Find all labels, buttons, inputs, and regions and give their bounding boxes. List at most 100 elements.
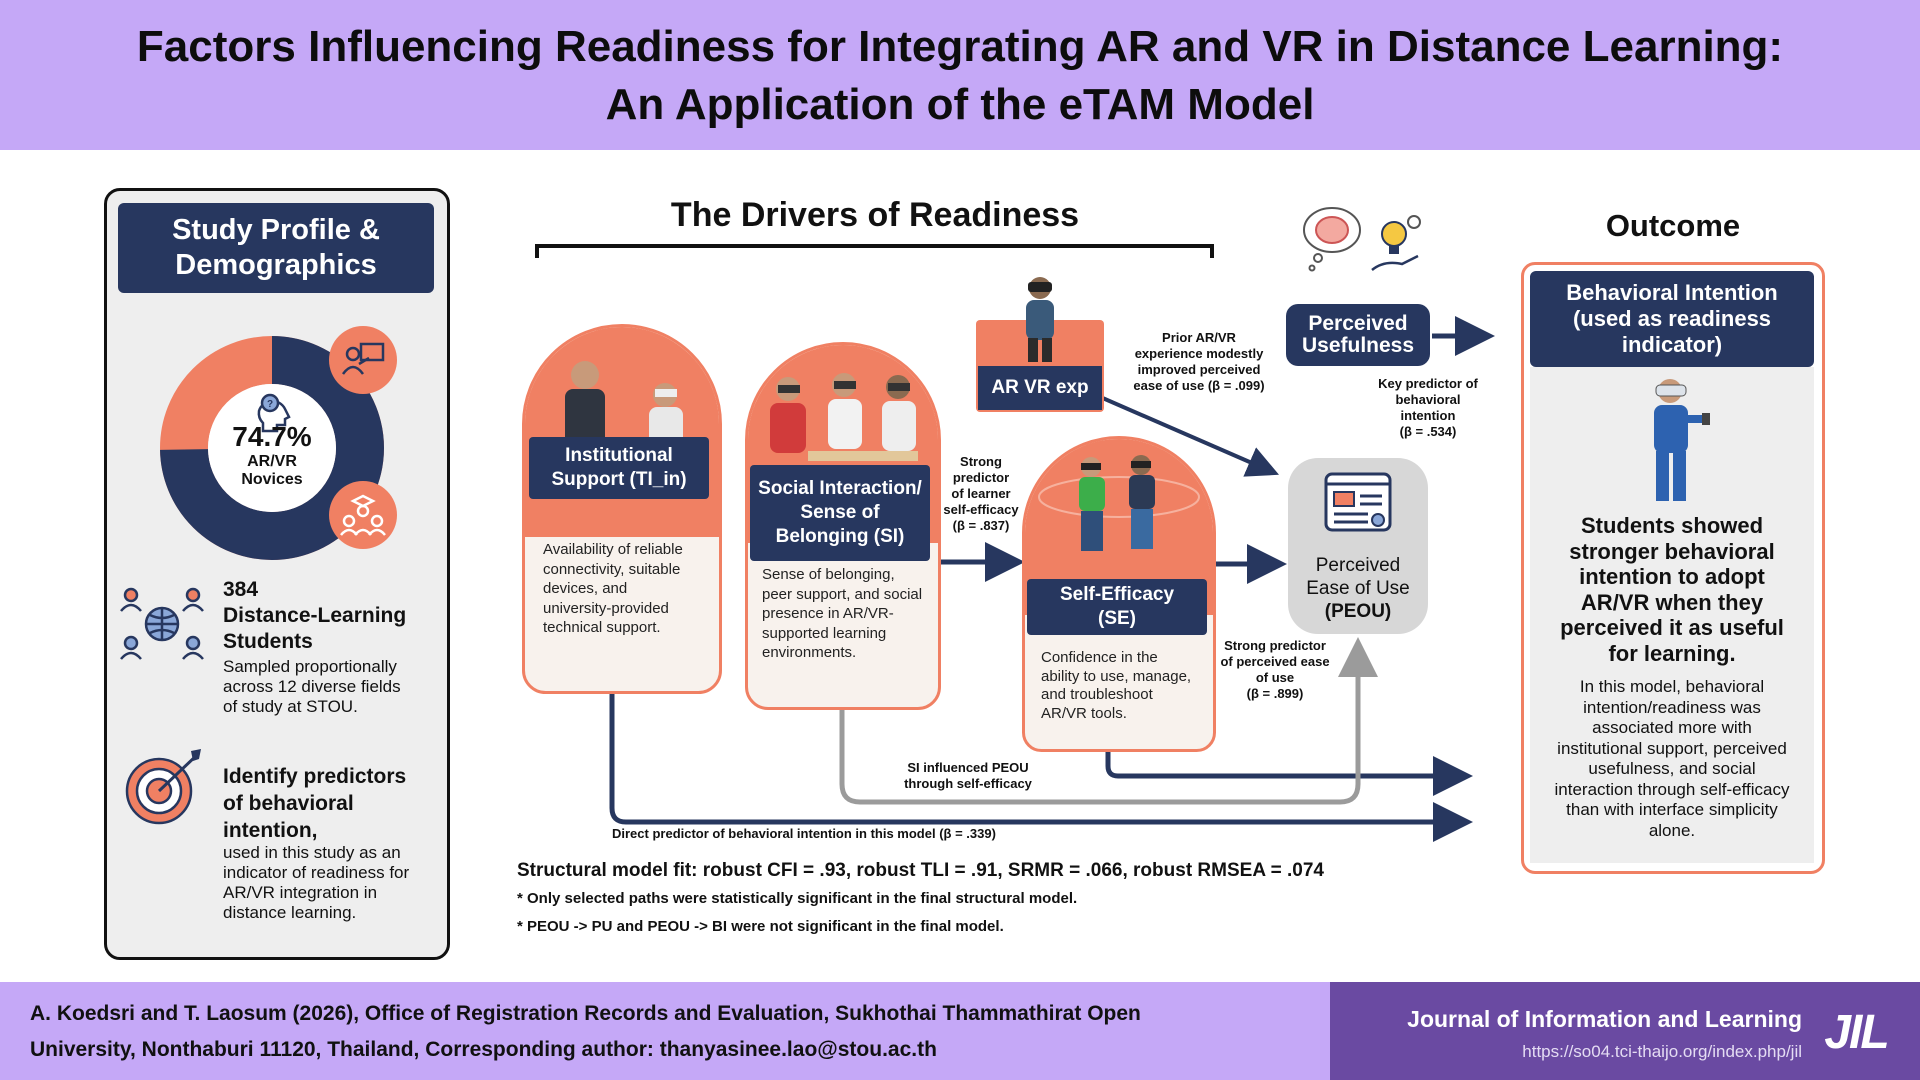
annotation-exp-to-peou: Prior AR/VR experience modestly improved… — [1124, 330, 1274, 394]
institutional-photo-area — [525, 327, 719, 537]
poster-title-line1: Factors Influencing Readiness for Integr… — [136, 22, 1784, 71]
students-desc-line: across 12 diverse fields — [223, 677, 401, 696]
self-efficacy-card: Self-Efficacy (SE) Confidence in the abi… — [1022, 436, 1216, 752]
model-fit-statistics: Structural model fit: robust CFI = .93, … — [517, 860, 1324, 881]
graduates-icon — [329, 481, 397, 549]
detail-line: associated more with — [1592, 718, 1752, 737]
students-vr-photo-illustration — [770, 373, 918, 461]
profile-heading-line2: Demographics — [175, 249, 377, 281]
citation-line1: A. Koedsri and T. Laosum (2026), Office … — [30, 1002, 1141, 1025]
detail-line: usefulness, and social — [1588, 759, 1756, 778]
institutional-support-description: Availability of reliable connectivity, s… — [543, 540, 713, 638]
brain-icon — [1303, 207, 1361, 272]
desc-line: connectivity, suitable — [543, 560, 681, 578]
desc-line: peer support, and social — [762, 585, 923, 603]
poster-title-line2: An Application of the eTAM Model — [605, 80, 1315, 129]
annotation-line: intention — [1400, 408, 1456, 423]
donut-label-line2: Novices — [241, 471, 303, 488]
annotation-line: (β = .899) — [1246, 686, 1304, 701]
aim-desc-line: distance learning. — [223, 903, 357, 922]
bi-line: (used as readiness — [1572, 306, 1772, 331]
arrow-ti-to-bi — [609, 692, 1473, 842]
people-network-icon — [120, 587, 204, 660]
institutional-support-label: Institutional Support (TI_in) — [529, 437, 709, 499]
desc-line: university-provided — [543, 599, 669, 617]
annotation-line: self-efficacy — [943, 502, 1019, 517]
annotation-line: Key predictor of — [1378, 376, 1478, 391]
finding-line: intention to adopt — [1579, 564, 1765, 589]
finding-line: AR/VR when they — [1580, 589, 1764, 615]
finding-line: for learning. — [1608, 640, 1736, 666]
novices-donut-chart: ? — [160, 336, 384, 560]
outcome-finding: Students showed stronger behavioral inte… — [1530, 513, 1814, 666]
students-desc-line: of study at STOU. — [223, 697, 358, 716]
journal-url[interactable]: https://so04.tci-thaijo.org/index.php/ji… — [1522, 1042, 1802, 1061]
desc-line: devices, and — [543, 580, 628, 597]
target-icon — [125, 749, 201, 825]
outcome-panel: Behavioral Intention (used as readiness … — [1521, 262, 1825, 874]
study-profile-panel: Study Profile & Demographics ? 74.7% AR/… — [104, 188, 450, 960]
two-vr-users-illustration — [1038, 455, 1200, 551]
students-title: 384 Distance-Learning Students — [223, 577, 443, 655]
label-line: Perceived — [1315, 555, 1401, 576]
institutional-support-card: Institutional Support (TI_in) Availabili… — [522, 324, 722, 694]
label-line: Support (TI_in) — [551, 469, 687, 490]
peou-box: Perceived Ease of Use (PEOU) — [1288, 458, 1428, 634]
donut-center-label: 74.7% AR/VR Novices — [207, 421, 337, 489]
self-efficacy-label: Self-Efficacy (SE) — [1027, 579, 1207, 635]
profile-heading: Study Profile & Demographics — [118, 203, 434, 293]
students-count: 384 — [223, 578, 259, 601]
annotation-line: improved perceived — [1137, 362, 1261, 377]
footer-citation: A. Koedsri and T. Laosum (2026), Office … — [0, 982, 1330, 1080]
students-line1: Distance-Learning — [223, 604, 407, 627]
desc-line: and troubleshoot — [1041, 686, 1153, 703]
label-line: Usefulness — [1301, 334, 1415, 357]
aim-heading-line: intention, — [223, 819, 318, 842]
footer-journal: Journal of Information and Learning http… — [1330, 982, 1920, 1080]
aim-heading-line: of behavioral — [223, 792, 354, 815]
annotation-line: of learner — [951, 486, 1011, 501]
document-screen-icon — [1324, 472, 1392, 532]
drivers-bracket — [535, 244, 1214, 258]
question-head-icon: ? — [257, 393, 291, 433]
annotation-pu-to-bi: Key predictor of behavioral intention (β… — [1370, 376, 1486, 440]
detail-line: In this model, behavioral — [1579, 677, 1765, 696]
label-line: Self-Efficacy — [1059, 584, 1175, 605]
label-line: (SE) — [1098, 608, 1136, 629]
detail-line: alone. — [1648, 820, 1696, 840]
students-description: Sampled proportionally across 12 diverse… — [223, 657, 443, 717]
brain-lightbulb-illustration — [1303, 207, 1421, 272]
desc-line: environments. — [762, 644, 857, 661]
annotation-si-to-se: Strong predictor of learner self-efficac… — [940, 454, 1022, 534]
fit-note-2: * PEOU -> PU and PEOU -> BI were not sig… — [517, 918, 1004, 935]
annotation-line: experience modestly — [1134, 346, 1264, 361]
vr-user-illustration — [1026, 277, 1054, 362]
detail-line: intention/readiness was — [1583, 697, 1761, 717]
aim-desc-line: indicator of readiness for — [223, 863, 410, 882]
arrow-exp-to-peou — [1097, 394, 1280, 477]
annotation-line: (β = .534) — [1399, 424, 1457, 439]
vr-student-illustration — [1654, 379, 1710, 501]
arvr-experience-label: AR VR exp — [978, 366, 1102, 410]
journal-logo: JIL — [1824, 1005, 1889, 1059]
annotation-line: Strong predictor — [1224, 638, 1326, 653]
students-line2: Students — [223, 630, 313, 653]
desc-line: AR/VR tools. — [1041, 704, 1127, 722]
label-line: Belonging (SI) — [775, 526, 905, 547]
annotation-line: of use — [1255, 670, 1295, 685]
bi-line: indicator) — [1621, 332, 1723, 357]
citation-line2: University, Nonthaburi 11120, Thailand, … — [30, 1038, 937, 1061]
lightbulb-hand-icon — [1371, 215, 1421, 271]
donut-percent: 74.7% — [232, 421, 312, 452]
outcome-content: Students showed stronger behavioral inte… — [1530, 367, 1814, 863]
annotation-si-peou: SI influenced PEOU through self-efficacy — [880, 760, 1056, 792]
annotation-line: Prior AR/VR — [1162, 330, 1236, 345]
svg-text:?: ? — [267, 399, 273, 410]
aim-desc-line: AR/VR integration in — [223, 883, 378, 902]
aim-desc-line: used in this study as an — [223, 843, 401, 862]
desc-line: supported learning — [762, 624, 887, 642]
desc-line: Sense of belonging, — [762, 566, 895, 583]
label-line: Social Interaction/ — [758, 478, 922, 499]
donut-novices-arc — [160, 336, 384, 560]
